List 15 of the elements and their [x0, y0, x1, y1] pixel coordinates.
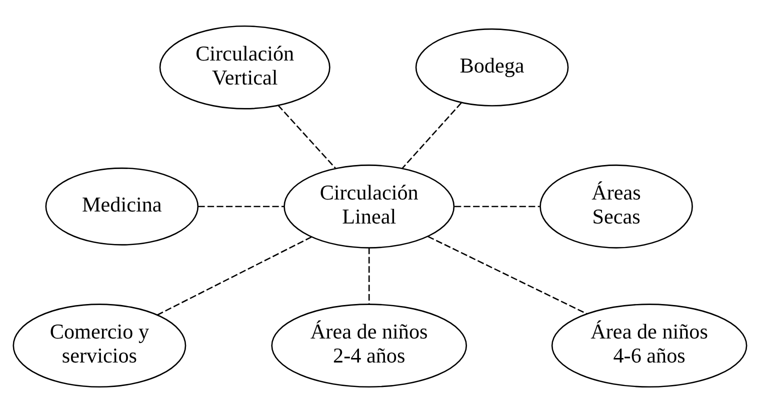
node-ellipse: Área de niños 2-4 años [271, 303, 468, 388]
node-ellipse: Circulación Lineal [284, 164, 455, 248]
connector [428, 235, 588, 314]
node-ellipse: Bodega [415, 28, 569, 106]
connector [402, 102, 462, 168]
node-ellipse: Áreas Secas [540, 164, 693, 248]
connector [454, 205, 540, 207]
connector [198, 205, 284, 207]
connector [278, 104, 336, 168]
node-ellipse: Área de niños 4-6 años [551, 303, 748, 388]
connector [157, 236, 312, 316]
node-ellipse: Circulación Vertical [159, 24, 330, 109]
node-ellipse: Comercio y servicios [12, 303, 186, 388]
connector [368, 247, 370, 304]
node-ellipse: Medicina [45, 167, 199, 245]
